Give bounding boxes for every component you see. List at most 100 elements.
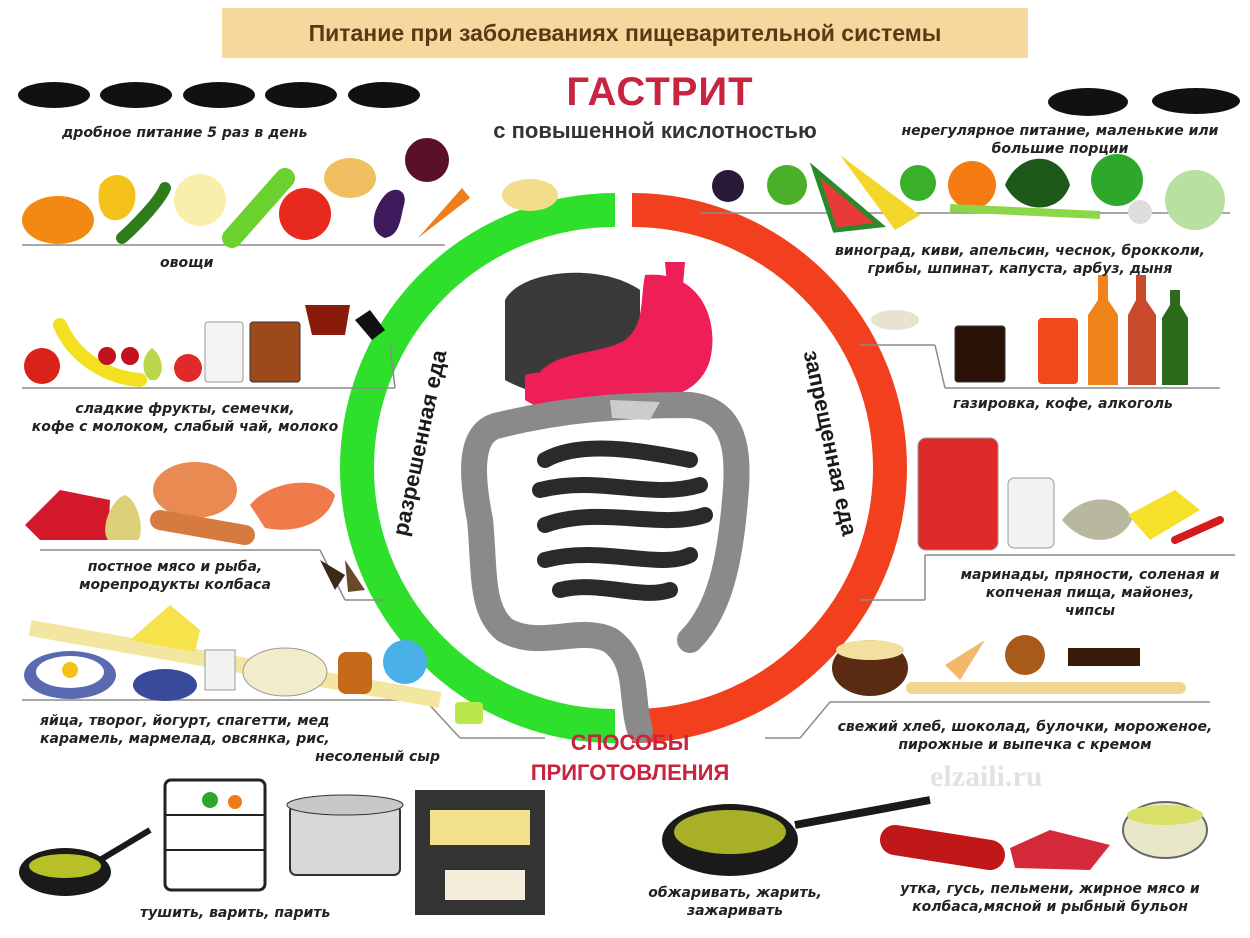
coffee-mug-icon [249,321,301,383]
bun-icon [1005,635,1045,675]
banana-icon [53,318,147,387]
pear-icon [143,348,162,380]
page-banner: Питание при заболеваниях пищеварительной… [222,8,1028,58]
forbidden-bakery-label: свежий хлеб, шоколад, булочки, мороженое… [837,719,1213,753]
tomato-icon [279,188,331,240]
cherry-icon [121,347,139,365]
sausage-icon [153,462,237,518]
soda-can-icon [1038,318,1078,384]
beet-icon [405,138,449,182]
mushroom-icon [871,310,919,330]
liver-shadow [610,400,660,420]
chocolate-icon [1068,648,1140,666]
salmon-icon [250,482,335,530]
forbidden-arc [631,193,907,743]
bottle-icon [1162,290,1188,385]
oatmeal-bowl-icon [242,647,328,697]
spinach-icon [1005,158,1070,208]
honey-jar-icon [338,652,372,694]
potato-icon [502,179,558,211]
garlic-icon [1128,200,1152,224]
plate-icon [100,82,172,108]
plate-icon [1048,88,1128,116]
cherry-icon [98,347,116,365]
fruits-group [24,305,385,387]
meat-group [25,462,365,592]
cabbage-icon [1165,170,1225,230]
allowed-vegetables-label: овощи [160,255,214,271]
meat-icon [25,490,110,540]
bottle-icon [1088,275,1118,385]
forbidden-produce-label: виноград, киви, апельсин, чеснок, брокко… [835,243,1205,277]
plate-icon [348,82,420,108]
mussel-icon [345,560,365,592]
sausage-icon [150,510,255,545]
forbidden-drinks-group [871,275,1188,385]
onion-green-icon [949,204,1101,219]
cooking-forbidden-group [662,796,1208,876]
forbidden-produce-group [712,154,1225,233]
chips-icon [1128,490,1200,540]
allowed-fruits-label: сладкие фрукты, семечки,кофе с молоком, … [31,401,339,435]
plate-icon [183,82,255,108]
sausage-icon [880,825,1005,870]
pumpkin-icon [22,196,94,244]
ice-cream-icon [945,640,985,680]
grapes-icon [712,170,744,202]
onion-icon [324,158,376,198]
pepper-icon [98,174,136,221]
intestine-icon [461,391,750,743]
plate-icon [265,82,337,108]
page-title: ГАСТРИТ [566,70,754,114]
seeds-icon [355,310,385,340]
cauliflower-icon [174,174,226,226]
page-subtitle: с повышенной кислотностью [493,118,817,143]
orange-icon [948,161,996,209]
forbidden-bakery-group [832,635,1186,696]
apple-icon [900,165,936,201]
milk-glass-icon [204,321,244,383]
cheese-icon [130,605,200,652]
carrot-icon [418,188,470,238]
cottage-cheese-icon [133,669,197,701]
stomach-icon [505,262,713,411]
marmalade-icon [455,702,483,724]
bottle-icon [1128,275,1156,385]
allowed-meat-label: постное мясо и рыба,морепродукты колбаса [79,559,271,593]
jar-icon [917,437,999,551]
mussel-icon [320,560,345,590]
steamer-icon [163,778,267,892]
cooking-allowed-group [19,778,545,915]
allowed-meals-note: дробное питание 5 раз в день [62,125,308,141]
kiwi-icon [767,165,807,205]
forbidden-frying-label: обжаривать, жарить,зажаривать [648,885,822,919]
plate-icon [1152,88,1240,114]
dairy-group [24,605,483,724]
plate-icon [18,82,90,108]
melon-icon [840,155,920,230]
chili-icon [1171,516,1224,544]
forbidden-drinks-label: газировка, кофе, алкоголь [953,396,1173,412]
watermark: elzaili.ru [930,760,1043,793]
jar-icon [1007,477,1055,549]
lollipop-icon [383,640,427,684]
coffee-mug-icon [954,325,1006,383]
eggplant-icon [373,189,405,238]
broccoli-icon [1091,154,1143,206]
pear-icon [105,495,141,540]
yogurt-icon [204,649,236,691]
forbidden-pickles-group [917,437,1224,551]
allowed-arc [340,193,616,743]
watermelon-icon [809,162,887,233]
zucchini-icon [222,168,295,248]
allowed-cooking-label: тушить, варить, парить [140,905,331,921]
meat-icon [1010,830,1110,870]
apple-icon [24,348,60,384]
strawberry-icon [174,354,202,382]
